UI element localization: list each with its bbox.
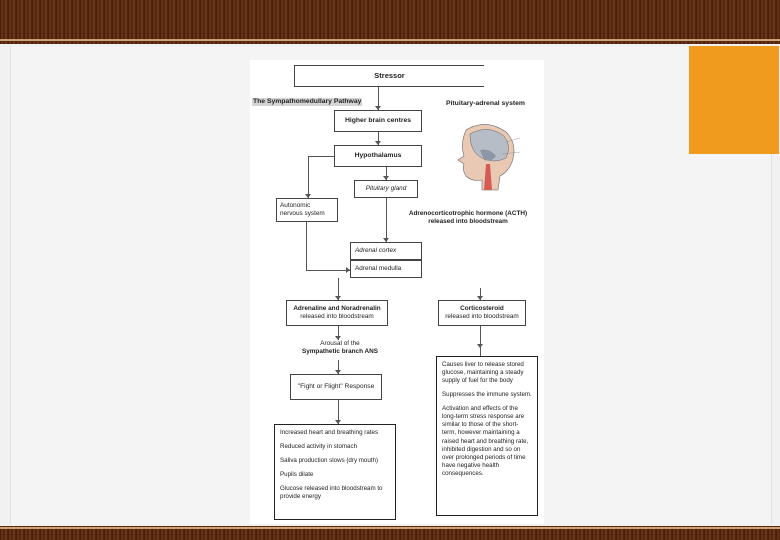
connector-stressor-brain: [378, 87, 379, 110]
arrow-to-right-effects: [477, 344, 483, 348]
left-effect-3: Saliva production slows (dry mouth): [280, 457, 379, 465]
fight-flight-label: "Fight or Flight" Response: [297, 382, 375, 390]
corticosteroid-box: Corticosteroid released into bloodstream: [438, 300, 526, 326]
right-effect-1: Causes liver to release stored glucose, …: [442, 361, 524, 385]
orange-accent-block: [689, 46, 779, 154]
connector-hypo-pituitary: [386, 167, 387, 180]
corticosteroid-line-2: released into bloodstream: [445, 313, 519, 320]
stressor-label: Stressor: [374, 71, 405, 81]
bottom-decorative-band: [0, 526, 780, 540]
connector-medulla-adrenaline: [338, 278, 339, 300]
autonomic-line-1: Autonomic: [280, 202, 311, 209]
adrenaline-line-1: Adrenaline and Noradrenalin: [293, 305, 381, 312]
adrenaline-box: Adrenaline and Noradrenalin released int…: [286, 300, 388, 326]
pituitary-box: Pituitary gland: [354, 180, 418, 198]
stressor-box: Stressor: [294, 65, 484, 87]
arrow-to-cortex: [383, 238, 389, 242]
pituitary-adrenal-heading: Pituitary-adrenal system: [446, 100, 525, 107]
arousal-line-2: Sympathetic branch ANS: [301, 348, 379, 355]
arrow-to-corticosteroid: [477, 296, 483, 300]
arrow-to-adrenaline: [335, 296, 341, 300]
connector-brain-hypothalamus: [378, 132, 379, 145]
stress-diagram: Stressor The Sympathomedullary Pathway P…: [250, 60, 544, 524]
arousal-line-1: Arousal of the: [320, 340, 360, 347]
arrow-to-hypothalamus: [375, 141, 381, 145]
right-effects-box: Causes liver to release stored glucose, …: [436, 356, 538, 516]
top-decorative-band: [0, 0, 780, 44]
pituitary-label: Pituitary gland: [365, 185, 407, 192]
left-effect-5: Glucose released into bloodstream to pro…: [280, 485, 383, 501]
left-effect-2: Reduced activity in stomach: [280, 443, 358, 451]
connector-autonomic-down: [306, 222, 307, 270]
arrow-to-arousal: [335, 336, 341, 340]
hypothalamus-label: Hypothalamus: [354, 151, 402, 159]
corticosteroid-line-1: Corticosteroid: [460, 305, 504, 312]
connector-pituitary-cortex: [386, 198, 387, 242]
higher-brain-label: Higher brain centres: [344, 116, 412, 124]
connector-cortico-effects: [480, 326, 481, 356]
left-effects-box: Increased heart and breathing rates Redu…: [274, 424, 396, 520]
autonomic-line-2: nervous system: [280, 210, 325, 217]
right-effect-3: Activation and effects of the long-term …: [442, 405, 529, 477]
autonomic-box: Autonomic nervous system: [276, 198, 338, 222]
arrow-to-fight: [335, 370, 341, 374]
fight-flight-box: "Fight or Flight" Response: [290, 374, 382, 400]
connector-to-autonomic: [308, 156, 309, 198]
connector-fight-effects: [338, 400, 339, 424]
connector-hypo-left: [308, 156, 334, 157]
adrenal-medulla-label: Adrenal medulla: [355, 265, 402, 272]
arrow-to-medulla: [346, 267, 350, 273]
acth-line-1: Adrenocorticotrophic hormone (ACTH): [408, 210, 528, 217]
connector-arousal-fight: [338, 360, 339, 374]
arrow-to-autonomic: [305, 194, 311, 198]
higher-brain-box: Higher brain centres: [334, 110, 422, 132]
adrenal-medulla-box: Adrenal medulla: [350, 260, 422, 278]
left-effect-1: Increased heart and breathing rates: [280, 429, 379, 436]
adrenal-cortex-label: Adrenal cortex: [355, 247, 397, 254]
arrow-to-brain: [375, 106, 381, 110]
acth-line-2: released into bloodstream: [428, 218, 508, 225]
acth-text: Adrenocorticotrophic hormone (ACTH) rele…: [398, 210, 538, 226]
arrow-to-pituitary: [383, 176, 389, 180]
right-effect-2: Suppresses the immune system.: [442, 391, 532, 399]
left-effect-4: Pupils dilate: [280, 471, 314, 479]
arousal-text: Arousal of the Sympathetic branch ANS: [290, 340, 390, 356]
sympathomedullary-heading: The Sympathomedullary Pathway: [252, 98, 363, 107]
adrenaline-line-2: released into bloodstream: [300, 313, 374, 320]
connector-adrenaline-arousal: [338, 326, 339, 340]
connector-to-medulla: [306, 270, 350, 271]
connector-cortex-corticosteroid: [480, 288, 481, 300]
head-illustration: [457, 124, 521, 191]
arrow-to-left-effects: [335, 420, 341, 424]
hypothalamus-box: Hypothalamus: [334, 145, 422, 167]
adrenal-cortex-box: Adrenal cortex: [350, 242, 422, 260]
